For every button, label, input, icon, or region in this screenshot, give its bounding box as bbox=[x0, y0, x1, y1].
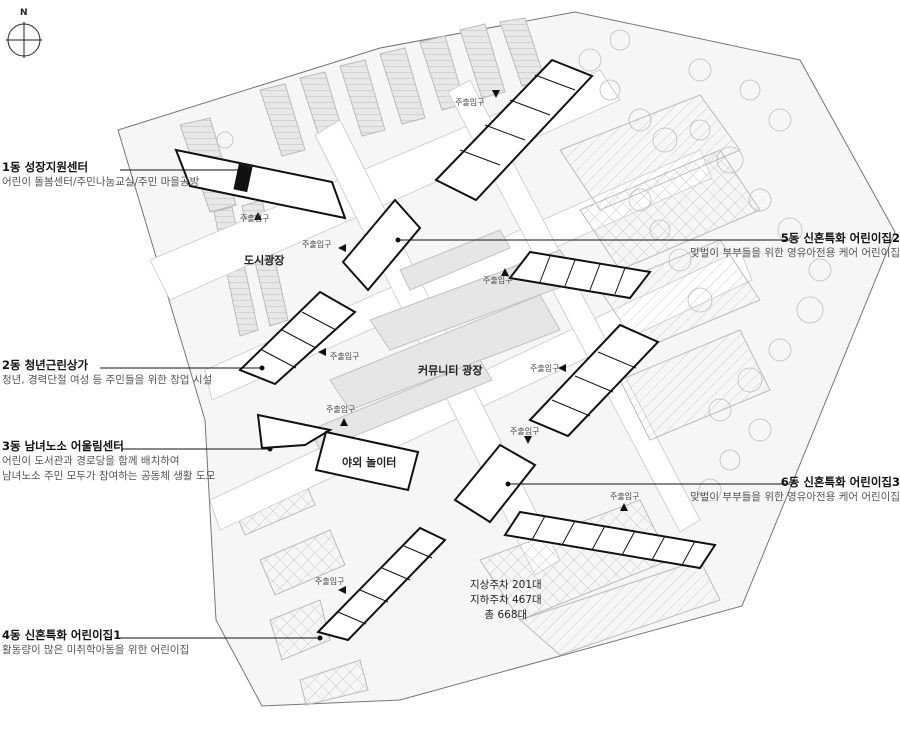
callout-title: 2동 청년근린상가 bbox=[2, 358, 89, 372]
building-top-center bbox=[434, 58, 594, 202]
callout-title: 6동 신혼특화 어린이집3 bbox=[780, 475, 900, 489]
callout-title: 3동 남녀노소 어울림센터 bbox=[2, 439, 124, 453]
callout-building-4: 4동 신혼특화 어린이집1 활동량이 많은 미취학아동을 위한 어린이집 bbox=[2, 628, 189, 658]
entrance-arrows bbox=[254, 90, 628, 594]
building-5 bbox=[508, 250, 652, 300]
callout-title: 4동 신혼특화 어린이집1 bbox=[2, 628, 122, 642]
compass-label: N bbox=[20, 8, 28, 18]
callout-title: 5동 신혼특화 어린이집2 bbox=[780, 231, 900, 245]
callout-desc: 청년, 경력단절 여성 등 주민들을 위한 창업 시설 bbox=[2, 374, 213, 386]
building-3 bbox=[256, 413, 333, 450]
callout-building-1: 1동 성장지원센터 어린이 돌봄센터/주민나눔교실/주민 마을공방 bbox=[2, 160, 199, 190]
building-4 bbox=[316, 526, 447, 642]
callout-desc: 맞벌이 부부들을 위한 영유아전용 케어 어린이집 bbox=[690, 491, 900, 503]
callout-building-3: 3동 남녀노소 어울림센터 어린이 도서관과 경로당을 함께 배치하여 남녀노소… bbox=[2, 439, 215, 484]
entrance-label: 주출입구 bbox=[530, 364, 560, 373]
entrance-label: 주출입구 bbox=[240, 214, 270, 223]
callout-desc: 맞벌이 부부들을 위한 영유아전용 케어 어린이집 bbox=[690, 247, 900, 259]
building-1 bbox=[174, 148, 347, 220]
callout-building-2: 2동 청년근린상가 청년, 경력단절 여성 등 주민들을 위한 창업 시설 bbox=[2, 358, 212, 388]
callout-desc: 활동량이 많은 미취학아동을 위한 어린이집 bbox=[2, 644, 190, 656]
entrance-label: 주출입구 bbox=[302, 240, 332, 249]
leader-lines bbox=[100, 167, 790, 641]
parking-summary: 지상주차 201대 지하주차 467대 총 668대 bbox=[470, 578, 542, 623]
north-arrow-icon bbox=[6, 22, 42, 58]
building-6 bbox=[503, 510, 717, 570]
buildings bbox=[174, 58, 717, 642]
entrance-label: 주출입구 bbox=[330, 352, 360, 361]
entrance-label: 주출입구 bbox=[510, 427, 540, 436]
callout-desc: 남녀노소 주민 모두가 참여하는 공동체 생활 도모 bbox=[2, 470, 216, 482]
entrance-label: 주출입구 bbox=[315, 577, 345, 586]
callout-building-6: 6동 신혼특화 어린이집3 맞벌이 부부들을 위한 영유아전용 케어 어린이집 bbox=[690, 475, 900, 505]
community-plaza-label: 커뮤니티 광장 bbox=[418, 364, 483, 377]
playground-label: 야외 놀이터 bbox=[342, 456, 397, 469]
callout-title: 1동 성장지원센터 bbox=[2, 160, 89, 174]
parking-ground: 지상주차 201대 bbox=[470, 579, 542, 591]
parking-total: 총 668대 bbox=[484, 609, 528, 621]
city-plaza-label: 도시광장 bbox=[244, 254, 285, 267]
parking-underground: 지하주차 467대 bbox=[470, 594, 542, 606]
callout-desc: 어린이 돌봄센터/주민나눔교실/주민 마을공방 bbox=[2, 176, 200, 188]
entrance-label: 주출입구 bbox=[483, 276, 513, 285]
callout-building-5: 5동 신혼특화 어린이집2 맞벌이 부부들을 위한 영유아전용 케어 어린이집 bbox=[690, 231, 900, 261]
entrance-label: 주출입구 bbox=[455, 98, 485, 107]
building-3-wing bbox=[314, 430, 420, 492]
building-center bbox=[453, 443, 537, 524]
entrance-label: 주출입구 bbox=[610, 492, 640, 501]
building-right-mid bbox=[528, 323, 660, 438]
callout-desc: 어린이 도서관과 경로당을 함께 배치하여 bbox=[2, 455, 180, 467]
entrance-label: 주출입구 bbox=[326, 405, 356, 414]
building-pavilion bbox=[341, 198, 422, 292]
compass: N bbox=[4, 8, 44, 62]
